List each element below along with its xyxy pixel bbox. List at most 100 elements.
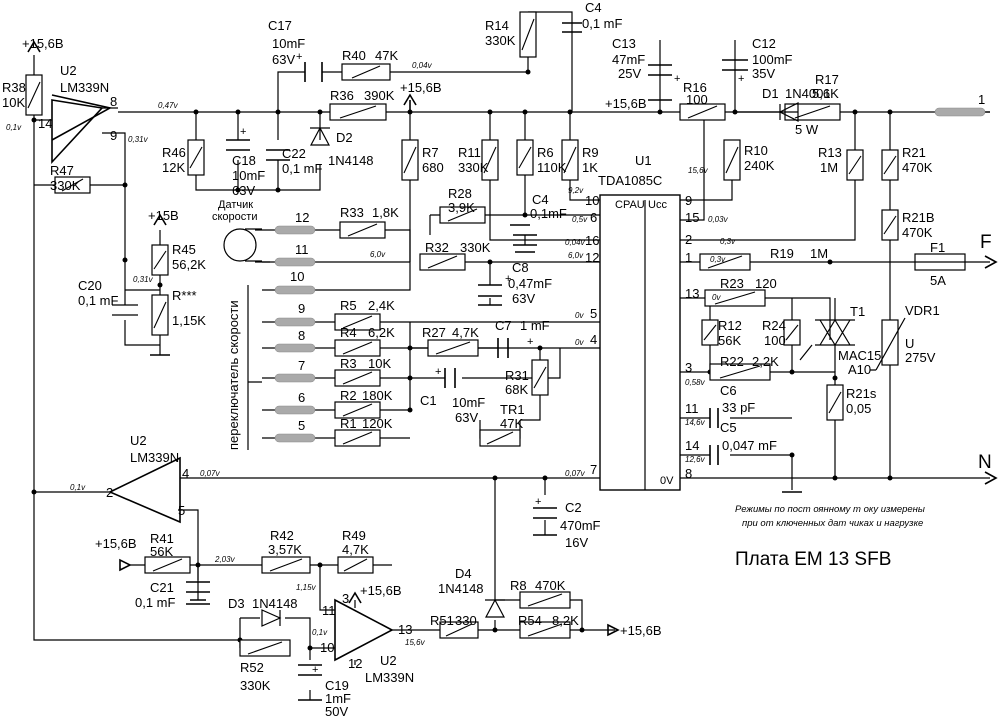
svg-text:R19: R19 — [770, 246, 794, 261]
svg-text:R32: R32 — [425, 240, 449, 255]
svg-text:0v: 0v — [712, 293, 721, 302]
svg-text:C8: C8 — [512, 260, 529, 275]
connector-pins — [274, 107, 986, 443]
svg-text:R38: R38 — [2, 80, 26, 95]
pin-number: 11 — [322, 603, 336, 618]
comparators — [51, 94, 394, 662]
svg-text:R***: R*** — [172, 288, 197, 303]
svg-text:+: + — [674, 73, 680, 85]
svg-text:R21s: R21s — [846, 386, 877, 401]
svg-text:0v: 0v — [575, 311, 584, 320]
u1-pin: 1 — [685, 250, 692, 265]
pin-number: 3 — [342, 591, 349, 606]
pin-number: 12 — [348, 656, 362, 671]
voltage-annotations: 0,47v 0,1v 0,31v 0,31v 0,04v 9,2v 0,5v 0… — [6, 61, 736, 647]
svg-text:0,04v: 0,04v — [565, 238, 586, 247]
svg-text:6,0v: 6,0v — [568, 251, 584, 260]
supply-label: +15,6B — [620, 623, 662, 638]
svg-text:1K: 1K — [582, 160, 598, 175]
neutral-output-label: N — [978, 452, 992, 473]
connector-number: 9 — [298, 301, 305, 316]
svg-text:+: + — [240, 126, 246, 138]
svg-text:330K: 330K — [485, 33, 516, 48]
svg-text:C1: C1 — [420, 393, 437, 408]
fuse-f1 — [914, 253, 966, 271]
svg-text:R41: R41 — [150, 531, 174, 546]
u1-ov: 0V — [660, 475, 674, 487]
svg-text:+: + — [527, 336, 533, 348]
pin-number: 2 — [106, 485, 113, 500]
pin-number: 14 — [38, 116, 52, 131]
svg-text:0,3v: 0,3v — [710, 255, 726, 264]
u2-part: LM339N — [60, 80, 109, 95]
connector-number: 6 — [298, 390, 305, 405]
svg-text:1N4148: 1N4148 — [438, 581, 484, 596]
svg-text:1N4001: 1N4001 — [785, 86, 831, 101]
u1-pin: 6 — [590, 210, 597, 225]
svg-text:R9: R9 — [582, 145, 599, 160]
svg-text:0,1 mF: 0,1 mF — [282, 161, 323, 176]
speed-sensor-coil — [223, 228, 257, 262]
svg-text:R4: R4 — [340, 325, 357, 340]
svg-text:56K: 56K — [150, 544, 173, 559]
svg-text:3,57K: 3,57K — [268, 542, 302, 557]
svg-text:0,1v: 0,1v — [70, 483, 86, 492]
svg-text:R45: R45 — [172, 242, 196, 257]
speed-switch-label: переключатель скорости — [226, 300, 241, 450]
u1-pin: 5 — [590, 306, 597, 321]
svg-text:R52: R52 — [240, 660, 264, 675]
svg-text:R22: R22 — [720, 354, 744, 369]
svg-text:50V: 50V — [325, 704, 348, 719]
svg-text:9,2v: 9,2v — [568, 186, 584, 195]
svg-text:R23: R23 — [720, 276, 744, 291]
u2-part: LM339N — [130, 450, 179, 465]
svg-text:R3: R3 — [340, 356, 357, 371]
svg-text:1mF: 1mF — [325, 691, 351, 706]
svg-text:D4: D4 — [455, 566, 472, 581]
svg-text:R28: R28 — [448, 186, 472, 201]
svg-text:0,1mF: 0,1mF — [530, 206, 567, 221]
svg-text:0,03v: 0,03v — [708, 215, 729, 224]
varistor-vdr1 — [870, 317, 906, 371]
svg-text:0,07v: 0,07v — [200, 469, 221, 478]
pin-number: 13 — [398, 622, 412, 637]
arrows — [27, 40, 998, 637]
connector-number: 5 — [298, 418, 305, 433]
u1-ref: U1 — [635, 153, 652, 168]
svg-text:100mF: 100mF — [752, 52, 793, 67]
svg-text:100: 100 — [686, 92, 708, 107]
svg-text:12K: 12K — [162, 160, 185, 175]
svg-text:R40: R40 — [342, 48, 366, 63]
pin-number: 5 — [178, 503, 185, 518]
svg-text:1 mF: 1 mF — [520, 318, 550, 333]
svg-text:390K: 390K — [364, 88, 395, 103]
svg-text:0,07v: 0,07v — [565, 469, 586, 478]
svg-text:56K: 56K — [718, 333, 741, 348]
svg-text:R12: R12 — [718, 318, 742, 333]
svg-text:10K: 10K — [2, 95, 25, 110]
connector-number: 7 — [298, 358, 305, 373]
svg-text:470K: 470K — [902, 160, 933, 175]
svg-text:8,2K: 8,2K — [552, 613, 579, 628]
connector-number: 10 — [290, 269, 304, 284]
svg-text:R21B: R21B — [902, 210, 935, 225]
supply-label: +15,6B — [400, 80, 442, 95]
svg-text:12,6v: 12,6v — [685, 455, 706, 464]
svg-text:10K: 10K — [368, 356, 391, 371]
svg-text:6,0v: 6,0v — [370, 250, 386, 259]
svg-text:15,6v: 15,6v — [688, 166, 709, 175]
resistor-bodies — [25, 11, 899, 657]
measurement-note: при от ключенных дат чиках и нагрузке — [742, 518, 923, 529]
u1-pin: 4 — [590, 332, 597, 347]
svg-text:R27: R27 — [422, 325, 446, 340]
svg-text:330: 330 — [455, 613, 477, 628]
svg-text:+: + — [296, 51, 302, 63]
svg-text:4,7K: 4,7K — [452, 325, 479, 340]
svg-text:0,05: 0,05 — [846, 401, 871, 416]
svg-text:R14: R14 — [485, 18, 509, 33]
svg-text:2,03v: 2,03v — [214, 555, 236, 564]
